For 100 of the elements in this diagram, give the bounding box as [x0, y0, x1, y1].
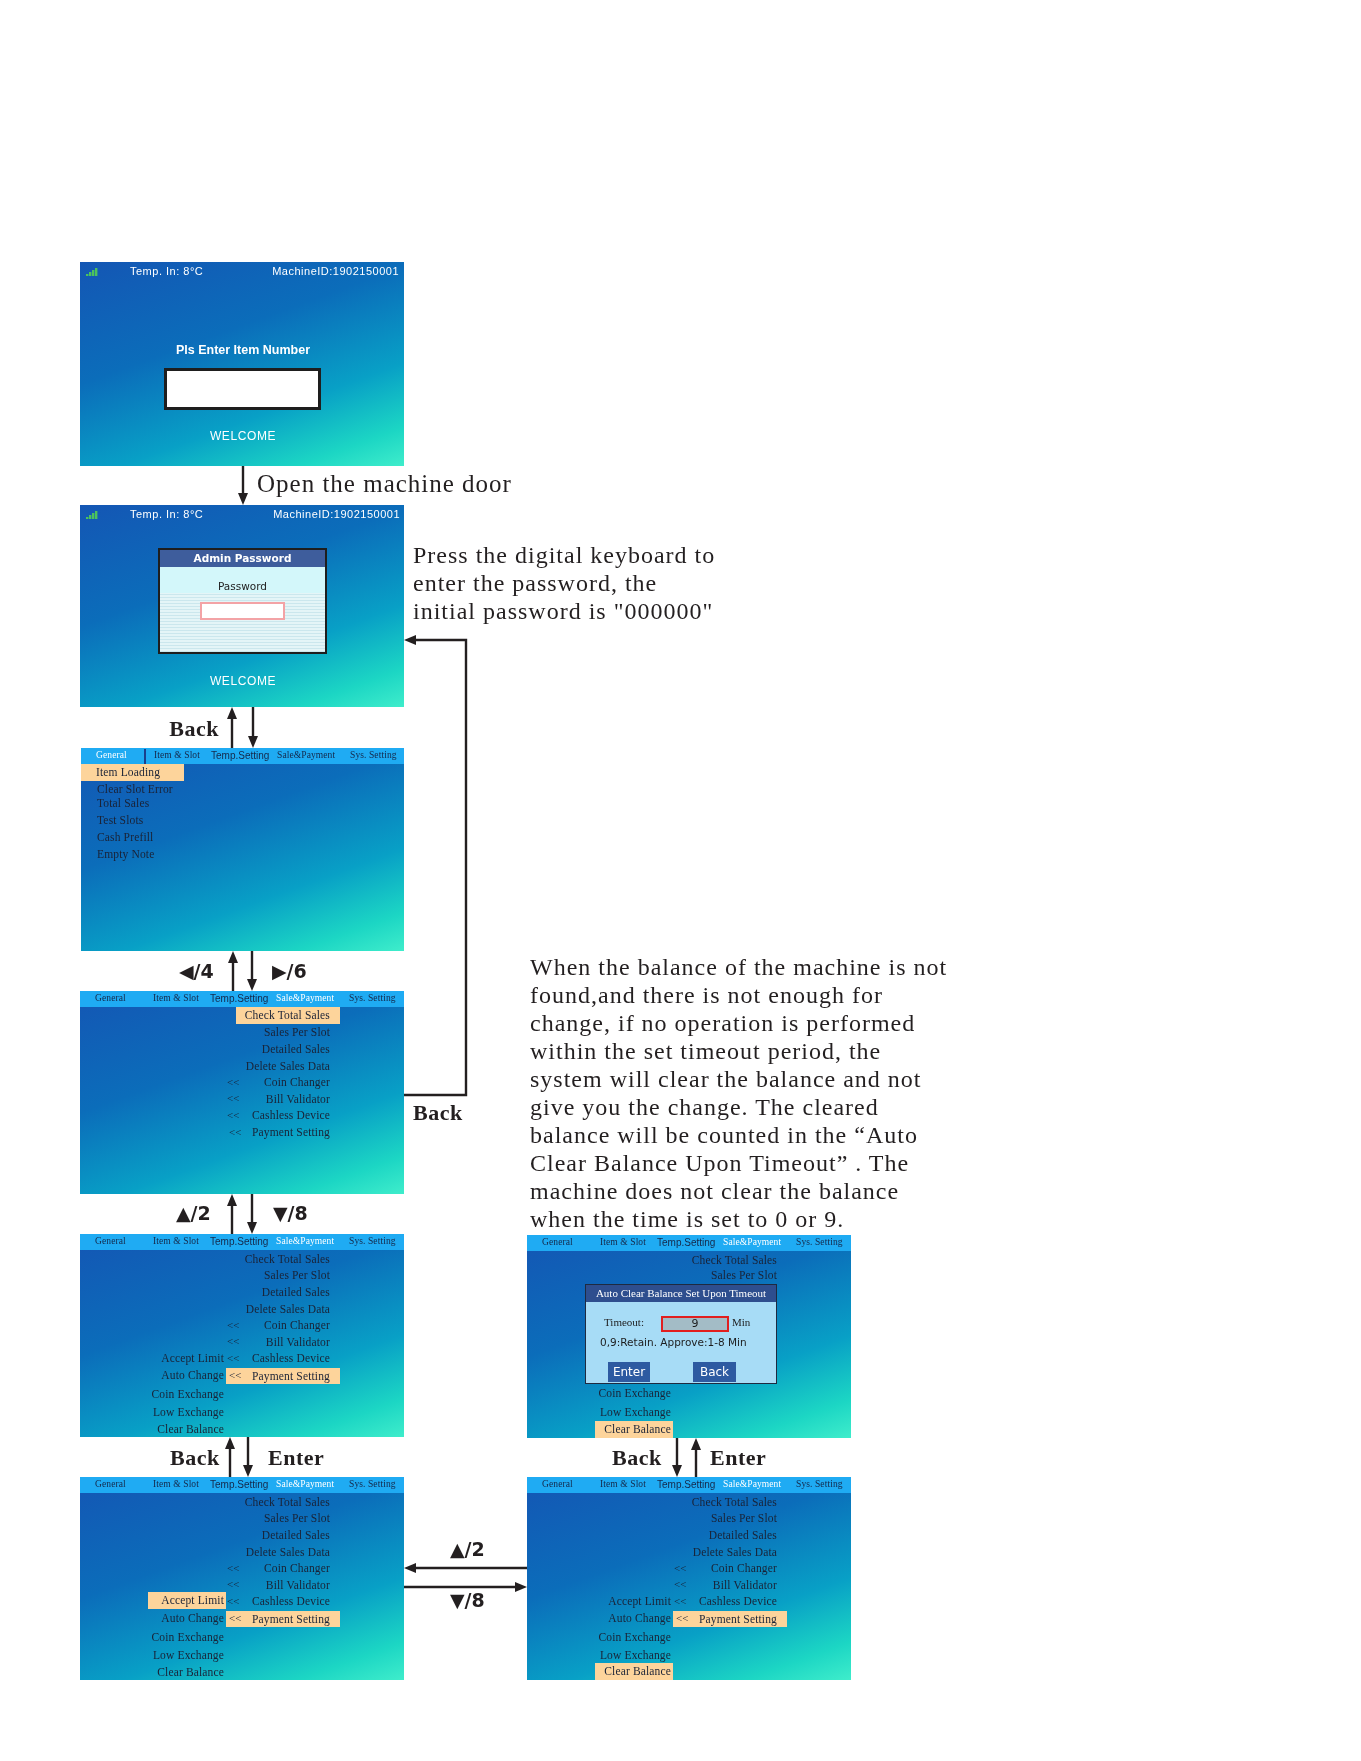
- submenu-marker: <<: [674, 1561, 687, 1576]
- menu-item: Check Total Sales: [244, 1251, 330, 1267]
- tab-label: Item & Slot: [153, 1479, 199, 1491]
- arrow: [672, 1438, 682, 1477]
- menu-item: Payment Setting: [252, 1611, 330, 1627]
- tab-label: General: [95, 1236, 126, 1248]
- menu-item: Accept Limit: [608, 1594, 671, 1609]
- menu-item: Low Exchange: [152, 1405, 224, 1420]
- tab-bar: [81, 748, 404, 764]
- machine-id-text: MachineID:1902150001: [272, 265, 399, 279]
- menu-screen: [81, 748, 404, 951]
- unit-text: Min: [732, 1315, 751, 1330]
- menu-item: Payment Setting: [699, 1611, 777, 1627]
- tab-label: General: [95, 993, 126, 1005]
- menu-item: Bill Validator: [265, 1577, 330, 1593]
- menu-item: Detailed Sales: [261, 1041, 330, 1057]
- menu-item: Low Exchange: [152, 1648, 224, 1663]
- menu-item: Bill Validator: [265, 1091, 330, 1107]
- menu-item: Coin Exchange: [598, 1629, 671, 1645]
- menu-item: Check Total Sales: [691, 1494, 777, 1510]
- tab-label: Item & Slot: [153, 993, 199, 1005]
- tab-label: Item & Slot: [600, 1237, 646, 1249]
- selected-menu-item: [226, 1368, 340, 1384]
- menu-item: Detailed Sales: [261, 1527, 330, 1543]
- login-screen: [80, 505, 404, 707]
- selected-menu-item: [81, 764, 184, 781]
- arrow: [247, 951, 257, 991]
- submenu-marker: <<: [227, 1561, 240, 1576]
- selected-menu-item: [148, 1592, 226, 1609]
- menu-item: Clear Balance: [604, 1664, 671, 1679]
- submenu-marker: <<: [229, 1612, 242, 1626]
- menu-item: Delete Sales Data: [245, 1301, 330, 1317]
- menu-item: Check Total Sales: [691, 1252, 777, 1268]
- menu-item: Sales Per Slot: [264, 1025, 330, 1040]
- selected-menu-item: [226, 1611, 340, 1627]
- status-text: Temp. In: 8°C: [130, 508, 204, 522]
- tab-label: General: [542, 1237, 573, 1249]
- menu-item: Coin Changer: [264, 1075, 330, 1090]
- edge-label: Back: [169, 715, 219, 743]
- edge-label: Open the machine door: [257, 469, 512, 500]
- menu-item: Total Sales: [97, 795, 150, 811]
- menu-item: Accept Limit: [161, 1593, 224, 1608]
- tab-label: Item & Slot: [153, 1236, 199, 1248]
- edge-label: Back: [612, 1444, 662, 1472]
- arrow: [691, 1438, 701, 1477]
- menu-item: Payment Setting: [252, 1125, 330, 1140]
- menu-screen: [80, 1234, 404, 1437]
- menu-screen: [80, 991, 404, 1194]
- menu-item: Check Total Sales: [244, 1008, 330, 1023]
- menu-item: Auto Change: [608, 1611, 671, 1626]
- submenu-marker: <<: [229, 1125, 242, 1140]
- tab-label: Temp.Setting: [210, 1235, 269, 1249]
- edge-label: ▲/2: [176, 1202, 211, 1226]
- tab-label: Sys. Setting: [349, 1236, 396, 1248]
- edge-label: Enter: [268, 1444, 325, 1472]
- submenu-marker: <<: [229, 1369, 242, 1383]
- tab-label: Item & Slot: [154, 750, 200, 762]
- submenu-marker: <<: [227, 1092, 240, 1106]
- submenu-marker: <<: [227, 1594, 240, 1609]
- tab-label: Sys. Setting: [349, 1479, 396, 1491]
- tab-label: Temp.Setting: [657, 1236, 716, 1250]
- arrow: [404, 1582, 527, 1592]
- menu-item: Sales Per Slot: [264, 1268, 330, 1283]
- tab-bar: [80, 1234, 404, 1250]
- tab-label: Sale&Payment: [723, 1479, 782, 1491]
- tab-label: Sale&Payment: [276, 1479, 335, 1491]
- welcome-screen: [80, 262, 404, 466]
- arrow: [238, 466, 248, 505]
- submenu-marker: <<: [227, 1108, 240, 1123]
- edge-label: ▲/2: [450, 1538, 485, 1562]
- tab-label: General: [96, 750, 127, 762]
- menu-item: Cashless Device: [699, 1594, 777, 1609]
- submenu-marker: <<: [227, 1578, 240, 1592]
- arrow: [248, 707, 258, 748]
- menu-screen: [80, 1477, 404, 1680]
- edge-label: ◀/4: [179, 960, 214, 984]
- menu-item: Sales Per Slot: [711, 1511, 777, 1526]
- tab-label: Sys. Setting: [349, 993, 396, 1005]
- arrow: [243, 1437, 253, 1477]
- submenu-marker: <<: [227, 1335, 240, 1349]
- edge-label: ▶/6: [272, 960, 307, 984]
- field-label: Timeout:: [604, 1315, 644, 1330]
- menu-item: Cash Prefill: [97, 829, 154, 845]
- arrow: [404, 635, 468, 1097]
- submenu-marker: <<: [674, 1578, 687, 1592]
- menu-item: Bill Validator: [265, 1334, 330, 1350]
- selected-menu-item: [236, 1007, 340, 1024]
- menu-item: Clear Slot Error: [97, 781, 173, 797]
- edge-label: ▼/8: [450, 1589, 485, 1613]
- menu-item: Delete Sales Data: [692, 1544, 777, 1560]
- back-button: Back: [693, 1362, 736, 1382]
- arrow: [227, 707, 237, 748]
- tab-label: Temp.Setting: [210, 992, 269, 1006]
- tab-label: Item & Slot: [600, 1479, 646, 1491]
- menu-item: Cashless Device: [252, 1108, 330, 1123]
- menu-item: Detailed Sales: [708, 1527, 777, 1543]
- menu-item: Auto Change: [161, 1368, 224, 1383]
- machine-id-text: MachineID:1902150001: [273, 508, 400, 522]
- welcome-text: WELCOME: [209, 673, 277, 689]
- edge-label: Back: [413, 1099, 463, 1127]
